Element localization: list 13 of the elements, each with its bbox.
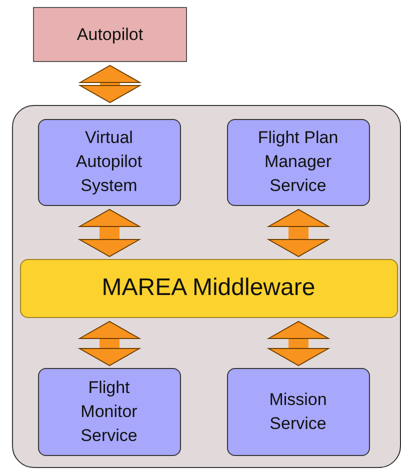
box-label: Autopilot [76, 24, 144, 46]
system-box [33, 7, 187, 62]
middleware-bar [20, 258, 398, 318]
box-label: Mission Service [268, 388, 328, 434]
container-panel [12, 105, 401, 468]
box-label: Flight Monitor Service [80, 376, 138, 446]
service-box [38, 118, 180, 206]
box-label: Virtual Autopilot System [74, 127, 144, 197]
box-label: MAREA Middleware [100, 276, 316, 300]
box-label: Flight Plan Manager Service [256, 127, 340, 197]
service-box [226, 118, 370, 206]
service-box [38, 368, 180, 456]
service-box [226, 368, 370, 456]
